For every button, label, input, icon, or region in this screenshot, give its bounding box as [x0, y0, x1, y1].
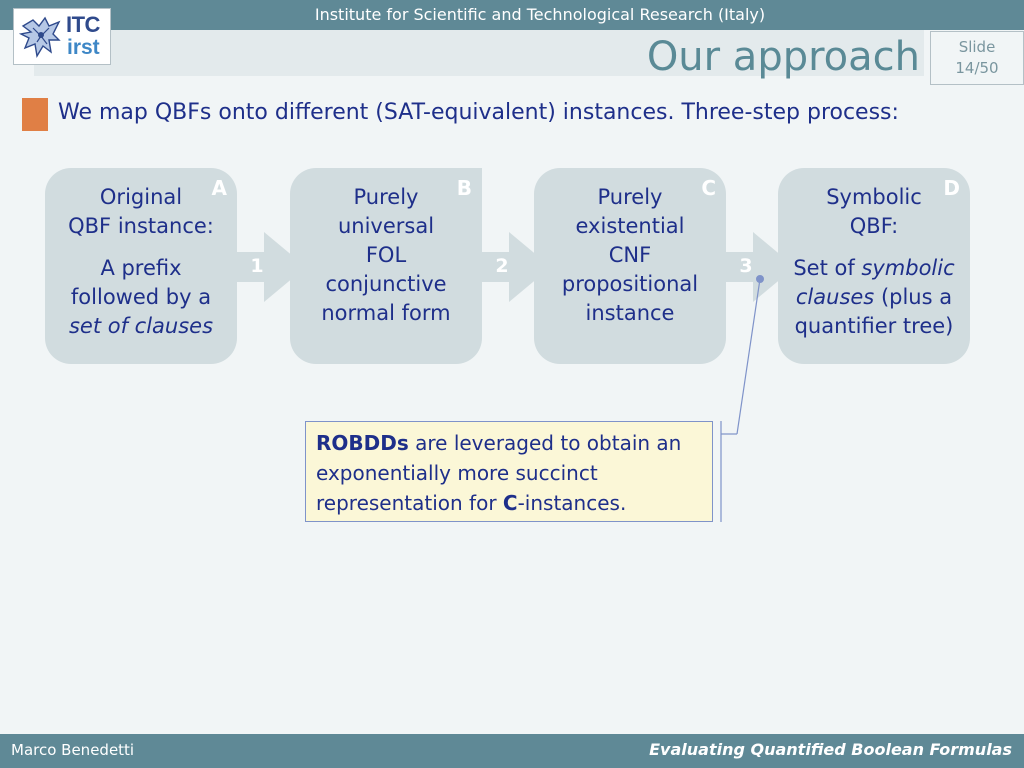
logo-text-itc: ITC [66, 12, 100, 37]
step-line: Purely [597, 185, 663, 209]
process-arrow-1: 1 [236, 232, 306, 302]
step-text: (plus a [874, 285, 953, 309]
step-line: Set of symbolic [778, 254, 970, 283]
step-letter: C [701, 176, 716, 200]
logo-text-irst: irst [67, 36, 100, 59]
step-line: QBF: [849, 214, 899, 238]
step-number: 1 [250, 255, 264, 277]
footer-talk-title: Evaluating Quantified Boolean Formulas [649, 740, 1012, 759]
step-line: set of clauses [68, 314, 214, 338]
process-arrow-2: 2 [481, 232, 551, 302]
step-text-italic: clauses [795, 285, 875, 309]
step-line: Purely [353, 185, 419, 209]
step-line: clauses (plus a [778, 283, 970, 312]
step-letter: A [211, 176, 227, 200]
slide-counter: Slide 14/50 [930, 31, 1024, 85]
page-title: Our approach [646, 34, 920, 80]
note-text: -instances. [517, 491, 627, 515]
step-text-italic: symbolic [861, 256, 955, 280]
step-box-a: A Original QBF instance: A prefix follow… [45, 168, 237, 364]
slide-label: Slide [958, 38, 996, 56]
step-box-b: B Purely universal FOL conjunctive norma… [290, 168, 482, 364]
step-number: 3 [739, 255, 753, 277]
robdd-note: ROBDDs are leveraged to obtain an expone… [305, 421, 713, 522]
step-line: universal [337, 214, 435, 238]
slide-number: 14/50 [955, 59, 999, 77]
step-letter: B [456, 176, 472, 200]
note-text: are leveraged to obtain an [408, 431, 682, 455]
arrow-right-icon [236, 232, 306, 302]
bullet-text: We map QBFs onto different (SAT-equivale… [58, 100, 899, 125]
step-line: A prefix [100, 256, 182, 280]
note-text: representation for [316, 491, 503, 515]
note-line: representation for C-instances. [316, 488, 702, 518]
note-bold: C [502, 491, 518, 515]
step-line: existential [575, 214, 685, 238]
step-line: conjunctive [325, 272, 447, 296]
step-line: Original [99, 185, 183, 209]
eagle-emblem-icon [19, 16, 61, 58]
step-line: followed by a [70, 285, 212, 309]
step-line: Symbolic [826, 185, 922, 209]
process-arrow-3: 3 [725, 232, 795, 302]
itc-irst-logo: ITC irst [13, 8, 111, 65]
step-line: instance [585, 301, 675, 325]
step-line: quantifier tree) [794, 314, 954, 338]
note-line: exponentially more succinct [316, 461, 598, 485]
step-line: normal form [321, 301, 451, 325]
title-band [34, 30, 924, 76]
step-number: 2 [495, 255, 509, 277]
step-text: Set of [793, 256, 862, 280]
arrow-right-icon [481, 232, 551, 302]
step-line: CNF [608, 243, 652, 267]
step-line: QBF instance: [68, 214, 214, 238]
step-box-c: C Purely existential CNF propositional i… [534, 168, 726, 364]
footer-bar: Marco Benedetti Evaluating Quantified Bo… [0, 734, 1024, 768]
institute-name: Institute for Scientific and Technologic… [314, 5, 766, 24]
step-letter: D [943, 176, 960, 200]
note-line: ROBDDs are leveraged to obtain an [316, 428, 702, 458]
arrow-right-icon [725, 232, 795, 302]
bullet-square-icon [22, 98, 48, 131]
step-line: FOL [365, 243, 407, 267]
step-line: propositional [561, 272, 699, 296]
footer-author: Marco Benedetti [11, 741, 135, 759]
step-box-d: D Symbolic QBF: Set of symbolic clauses … [778, 168, 970, 364]
note-bold: ROBDDs [316, 431, 409, 455]
institute-bar: Institute for Scientific and Technologic… [0, 0, 1024, 30]
